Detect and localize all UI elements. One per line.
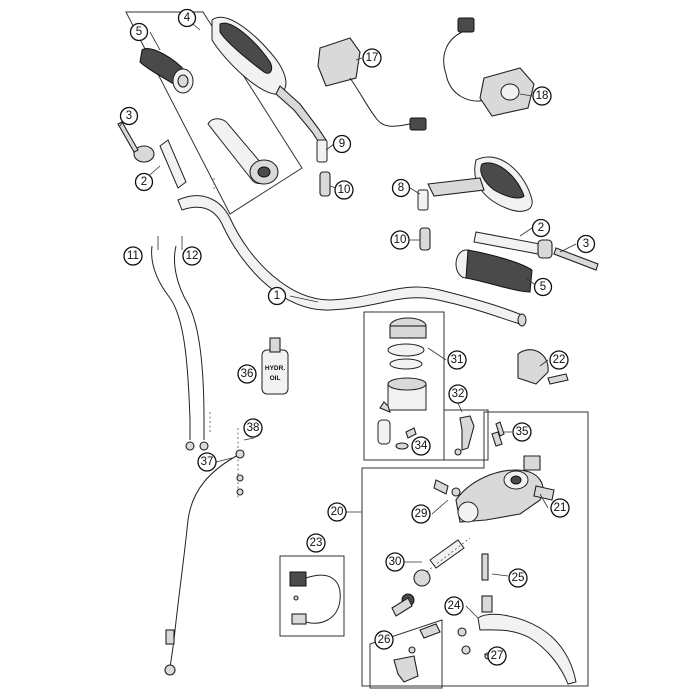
callout-1: 1 (267, 286, 287, 306)
callout-21: 21 (550, 498, 570, 518)
group-box-26 (369, 619, 443, 689)
leader-lines (119, 17, 577, 657)
right-bar-screw (553, 247, 599, 271)
callout-label: 32 (452, 388, 465, 400)
callout-30: 30 (385, 552, 405, 572)
brake-reservoir (377, 317, 427, 450)
callout-label: 10 (338, 184, 351, 196)
hydraulic-oil-bottle: HYDR. OIL (261, 337, 289, 395)
callout-label: 2 (538, 222, 544, 234)
left-switch (317, 37, 427, 131)
callout-2-left: 2 (134, 172, 154, 192)
callout-32: 32 (448, 384, 468, 404)
right-mirror (417, 156, 533, 212)
callout-37: 37 (197, 452, 217, 472)
callout-label: 25 (512, 572, 525, 584)
callout-label: 5 (540, 281, 546, 293)
callout-10-left: 10 (334, 180, 354, 200)
callout-label: 12 (186, 250, 199, 262)
callout-34: 34 (411, 436, 431, 456)
callout-12: 12 (182, 246, 202, 266)
right-switch (443, 17, 535, 117)
right-inner-tube (473, 231, 541, 255)
callout-35: 35 (512, 422, 532, 442)
callout-5-right: 5 (533, 277, 553, 297)
callout-label: 31 (451, 354, 464, 366)
callout-24: 24 (444, 596, 464, 616)
callout-22: 22 (549, 350, 569, 370)
callout-10-right: 10 (390, 230, 410, 250)
handlebar-clamp (517, 349, 569, 385)
group-box-20 (361, 411, 589, 687)
reservoir-bracket (459, 415, 475, 451)
clamp-bolts (491, 421, 505, 447)
group-box-23 (279, 555, 345, 637)
callout-8: 8 (391, 178, 411, 198)
group-box-31 (363, 311, 445, 461)
callout-label: 5 (136, 26, 142, 38)
callout-label: 2 (141, 176, 147, 188)
group-box-32 (443, 409, 489, 461)
callout-label: 17 (366, 52, 379, 64)
brake-master-cylinder (433, 455, 555, 523)
callout-label: 29 (415, 508, 428, 520)
piston-kit (391, 537, 471, 617)
callout-label: 3 (126, 110, 132, 122)
callout-5-left: 5 (129, 22, 149, 42)
callout-label: 38 (247, 422, 260, 434)
callout-label: 35 (516, 426, 529, 438)
callout-label: 20 (331, 506, 344, 518)
throttle-tube (207, 118, 279, 185)
callout-38: 38 (243, 418, 263, 438)
callout-36: 36 (237, 364, 257, 384)
bottle-label-line2: OIL (270, 375, 281, 382)
callout-18: 18 (532, 86, 552, 106)
callout-label: 4 (184, 12, 191, 24)
callout-label: 22 (553, 354, 566, 366)
clutch-hose (164, 412, 245, 676)
callout-label: 18 (536, 90, 549, 102)
left-bar-end (117, 121, 187, 189)
callout-label: 37 (201, 456, 214, 468)
callout-label: 26 (378, 634, 391, 646)
callout-label: 8 (398, 182, 404, 194)
callout-label: 21 (554, 502, 567, 514)
callout-31: 31 (447, 350, 467, 370)
bottle-label-line1: HYDR. (265, 365, 285, 372)
brake-light-switch (289, 571, 341, 625)
callout-11: 11 (123, 246, 143, 266)
callout-20: 20 (327, 502, 347, 522)
callout-label: 24 (448, 600, 461, 612)
left-mirror (211, 17, 328, 163)
callout-label: 34 (415, 440, 428, 452)
callout-label: 1 (274, 290, 280, 302)
callout-label: 10 (394, 234, 407, 246)
throttle-cables (151, 236, 209, 451)
callout-label: 9 (339, 138, 345, 150)
callout-label: 36 (241, 368, 254, 380)
left-end-cap (319, 171, 331, 197)
adjuster-kit (393, 623, 441, 683)
callout-29: 29 (411, 504, 431, 524)
callout-label: 30 (389, 556, 402, 568)
callout-25: 25 (508, 568, 528, 588)
callout-label: 23 (310, 537, 323, 549)
callout-26: 26 (374, 630, 394, 650)
callout-17: 17 (362, 48, 382, 68)
right-end-cap (419, 227, 431, 251)
group-box-4 (125, 11, 303, 215)
callout-9: 9 (332, 134, 352, 154)
callout-3-right: 3 (576, 234, 596, 254)
callout-4: 4 (177, 8, 197, 28)
callout-27: 27 (487, 646, 507, 666)
callout-label: 3 (583, 238, 589, 250)
callout-2-right: 2 (531, 218, 551, 238)
callout-3-left: 3 (119, 106, 139, 126)
left-grip (139, 48, 194, 94)
callout-23: 23 (306, 533, 326, 553)
right-grip (455, 249, 533, 293)
callout-label: 11 (127, 250, 139, 262)
callout-label: 27 (491, 650, 504, 662)
